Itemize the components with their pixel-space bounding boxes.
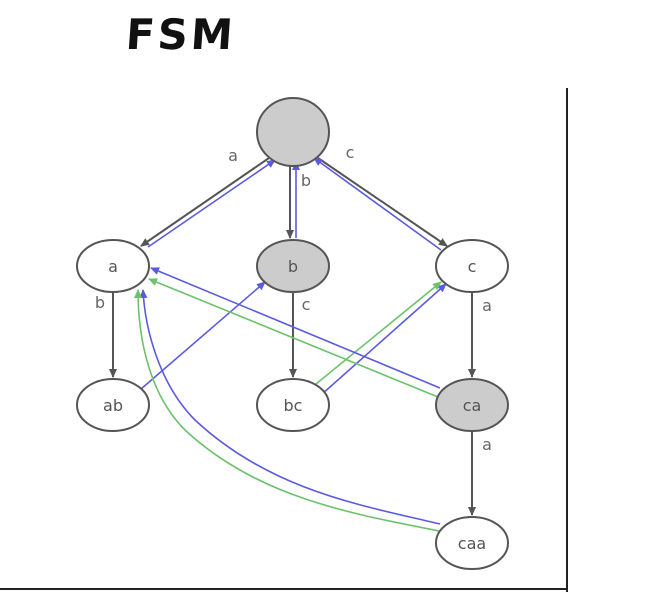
state-label-ab: ab (103, 396, 123, 415)
state-label-caa: caa (458, 534, 486, 553)
state-label-a: a (108, 257, 118, 276)
edge-caa-to-a-blue (139, 289, 441, 525)
state-ellipse-a (76, 239, 150, 293)
edge-label-root-to-b: b (301, 171, 311, 190)
state-ellipse-ab (76, 378, 150, 432)
state-label-ca: ca (463, 396, 482, 415)
state-ellipse-root (256, 97, 330, 167)
state-ellipse-bc (256, 378, 330, 432)
state-label-b: b (288, 257, 298, 276)
edge-c-to-root-blue (313, 157, 442, 251)
state-ellipse-b (256, 239, 330, 293)
state-ellipse-c (435, 239, 509, 293)
edge-bc-to-c-green (315, 281, 442, 385)
frame-bottom-border (0, 588, 568, 590)
edge-ca-to-a-green (148, 278, 439, 398)
edge-label-a-to-ab: b (95, 293, 105, 312)
edge-label-ca-to-caa: a (482, 435, 492, 454)
state-node-c: c (435, 239, 509, 293)
edge-root-to-a-main (140, 157, 270, 247)
frame-right-border (566, 88, 568, 592)
state-node-a: a (76, 239, 150, 293)
edge-ca-to-a-blue (150, 267, 441, 389)
state-node-ab: ab (76, 378, 150, 432)
state-ellipse-ca (435, 378, 509, 432)
state-node-bc: bc (256, 378, 330, 432)
state-label-bc: bc (284, 396, 303, 415)
state-label-c: c (468, 257, 477, 276)
edge-label-b-to-bc: c (302, 295, 311, 314)
edge-caa-to-a-green (134, 289, 445, 533)
state-node-root (256, 97, 330, 167)
edge-bc-to-c-blue (320, 283, 447, 396)
state-node-caa: caa (435, 516, 509, 570)
edges-layer (109, 157, 476, 533)
edge-ab-to-b-blue (140, 281, 266, 390)
state-ellipse-caa (435, 516, 509, 570)
state-node-b: b (256, 239, 330, 293)
edge-a-to-root-blue (147, 159, 276, 248)
state-node-ca: ca (435, 378, 509, 432)
edge-label-c-to-ca: a (482, 296, 492, 315)
edge-label-root-to-c: c (346, 143, 355, 162)
edge-root-to-c-main (317, 157, 448, 247)
edge-label-root-to-a: a (228, 146, 238, 165)
